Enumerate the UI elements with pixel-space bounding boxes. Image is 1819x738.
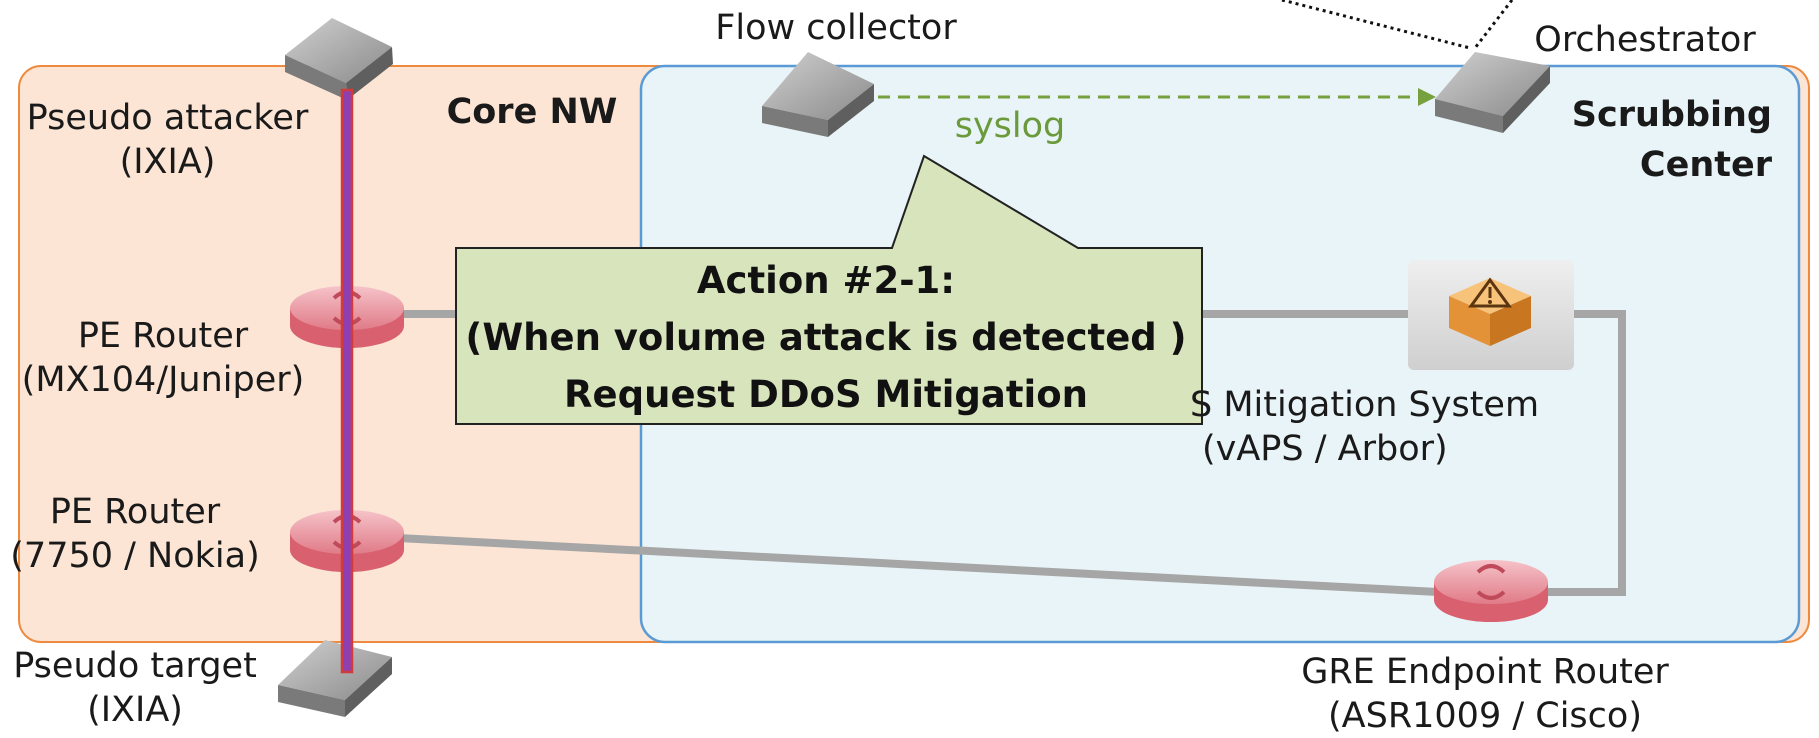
management-link-dotted — [1281, 0, 1471, 50]
mitigation-system-name: S Mitigation System — [1190, 385, 1540, 425]
callout-line3: Request DDoS Mitigation — [564, 373, 1088, 416]
pseudo-attacker-name: Pseudo attacker — [26, 98, 309, 138]
core-nw-label: Core NW — [446, 92, 618, 132]
attack-traffic-path — [340, 88, 354, 674]
pseudo-attacker-device — [285, 18, 393, 100]
pe-router-juniper-label: PE Router (MX104/Juniper) — [0, 314, 326, 402]
pseudo-target-detail: (IXIA) — [87, 690, 183, 730]
pe-router-nokia-detail: (7750 / Nokia) — [10, 536, 260, 576]
pseudo-target-label: Pseudo target (IXIA) — [0, 644, 270, 732]
orchestrator-label: Orchestrator — [1534, 20, 1756, 60]
flow-collector-label: Flow collector — [715, 8, 957, 48]
mitigation-system-label: S Mitigation System (vAPS / Arbor) — [1190, 383, 1540, 471]
link-pe-nokia-to-gre — [397, 534, 1439, 596]
gre-endpoint-router-detail: (ASR1009 / Cisco) — [1328, 696, 1642, 736]
management-link-dotted — [1473, 0, 1514, 49]
orchestrator-device — [1435, 52, 1550, 133]
gre-endpoint-router-name: GRE Endpoint Router — [1301, 652, 1669, 692]
link-mitigation-to-gre — [1548, 310, 1626, 596]
callout-line1: Action #2-1: — [696, 259, 956, 302]
callout-text: Action #2-1: (When volume attack is dete… — [456, 252, 1196, 423]
pseudo-target-device — [278, 640, 392, 717]
pe-router-nokia-name: PE Router — [49, 492, 221, 532]
pseudo-attacker-detail: (IXIA) — [119, 142, 216, 182]
warning-icon — [1449, 277, 1531, 346]
syslog-label: syslog — [954, 106, 1066, 146]
pe-router-nokia-label: PE Router (7750 / Nokia) — [0, 490, 270, 578]
flow-collector-device — [762, 52, 874, 137]
gre-endpoint-router-label: GRE Endpoint Router (ASR1009 / Cisco) — [1270, 650, 1700, 738]
callout-balloon — [455, 154, 1203, 425]
pseudo-attacker-label: Pseudo attacker (IXIA) — [0, 96, 335, 184]
scrubbing-label-line1: Scrubbing — [1571, 95, 1772, 135]
callout-line2: (When volume attack is detected ) — [465, 316, 1187, 359]
pseudo-target-name: Pseudo target — [13, 646, 257, 686]
mitigation-system-detail: (vAPS / Arbor) — [1202, 429, 1448, 469]
pe-router-juniper-name: PE Router — [77, 316, 249, 356]
syslog-arrowhead — [1418, 88, 1436, 106]
pe-router-juniper-detail: (MX104/Juniper) — [21, 360, 305, 400]
scrubbing-center-label: Scrubbing Center — [1560, 90, 1772, 190]
gre-endpoint-router-icon — [1434, 560, 1548, 622]
scrubbing-label-line2: Center — [1639, 145, 1772, 185]
